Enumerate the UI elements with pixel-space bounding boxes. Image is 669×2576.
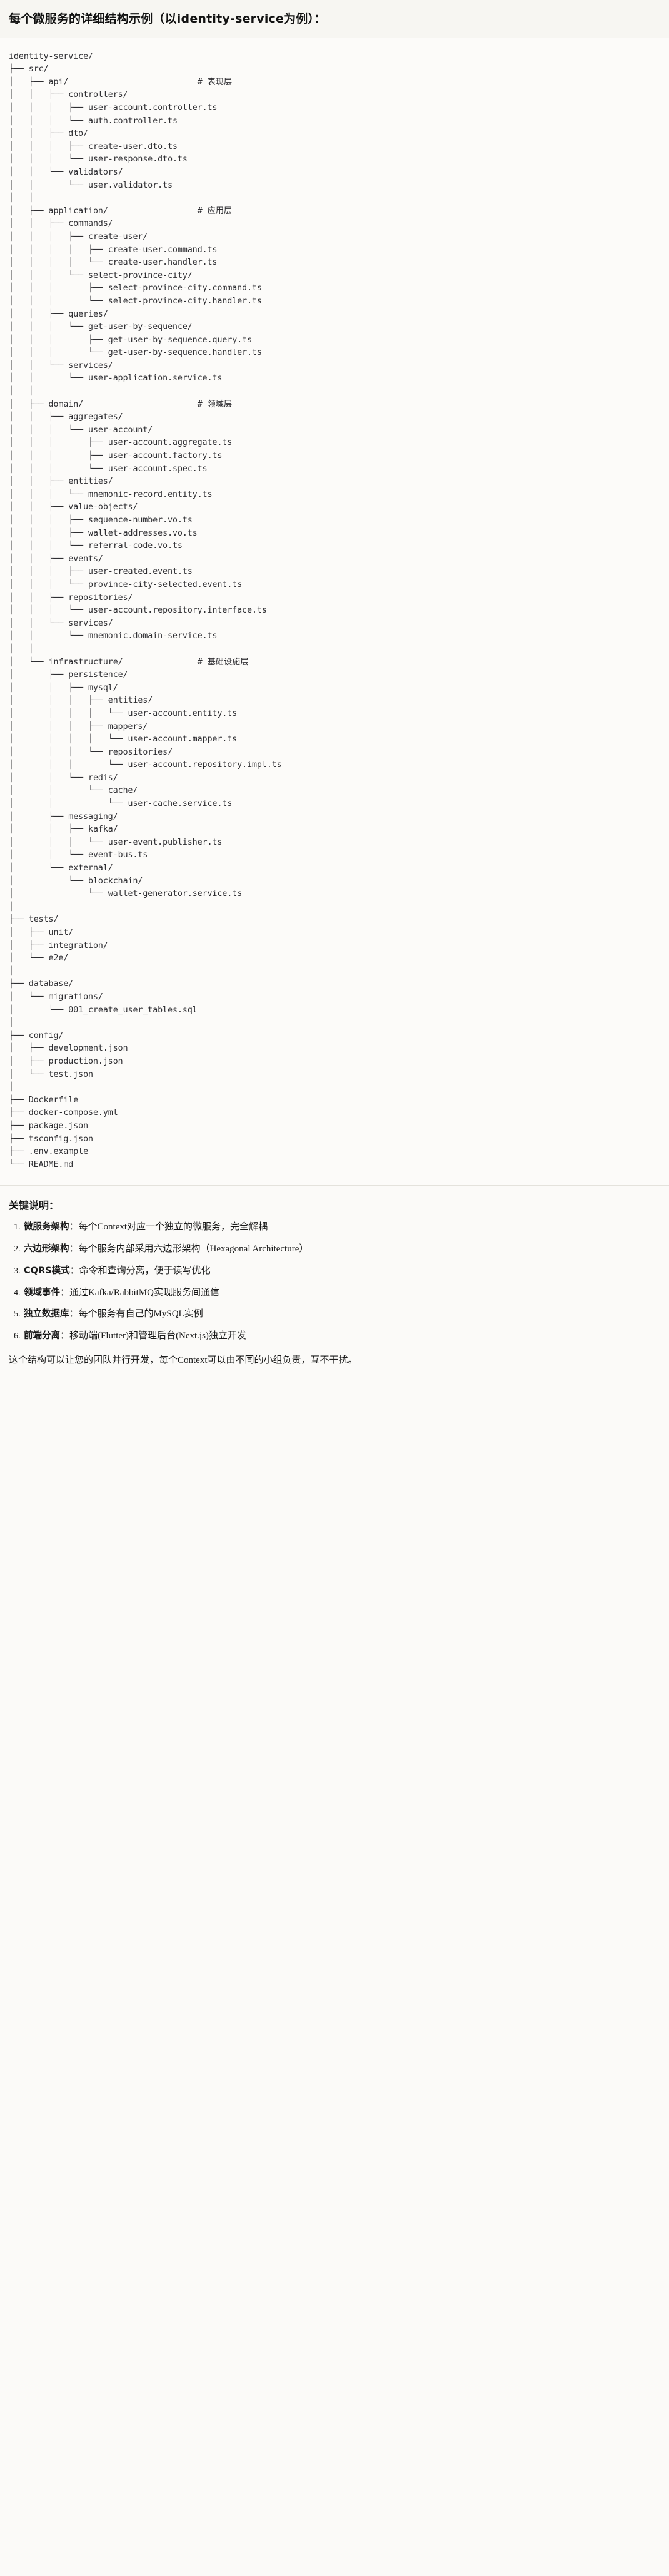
directory-tree-block: identity-service/ ├── src/ │ ├── api/ # …: [0, 38, 669, 1186]
key-note-description: 通过Kafka/RabbitMQ实现服务间通信: [69, 1287, 219, 1298]
key-note-item: 独立数据库：每个服务有自己的MySQL实例: [23, 1308, 660, 1321]
key-note-term: CQRS模式: [24, 1265, 70, 1276]
key-note-separator: ：: [69, 1222, 79, 1233]
key-note-term: 微服务架构: [24, 1222, 69, 1233]
key-note-item: 六边形架构：每个服务内部采用六边形架构（Hexagonal Architectu…: [23, 1243, 660, 1256]
key-note-item: CQRS模式：命令和查询分离，便于读写优化: [23, 1265, 660, 1278]
title-block: 每个微服务的详细结构示例（以identity-service为例）：: [0, 0, 669, 38]
key-note-separator: ：: [69, 1244, 79, 1255]
key-note-separator: ：: [60, 1287, 70, 1298]
key-note-item: 前端分离：移动端(Flutter)和管理后台(Next.js)独立开发: [23, 1330, 660, 1343]
key-note-description: 每个Context对应一个独立的微服务，完全解耦: [78, 1222, 268, 1233]
key-note-item: 微服务架构：每个Context对应一个独立的微服务，完全解耦: [23, 1221, 660, 1235]
page-title: 每个微服务的详细结构示例（以identity-service为例）：: [9, 12, 326, 26]
document-page: 每个微服务的详细结构示例（以identity-service为例）： ident…: [0, 0, 669, 1380]
key-note-term: 六边形架构: [24, 1244, 69, 1255]
key-note-term: 领域事件: [24, 1287, 60, 1298]
key-note-separator: ：: [69, 1265, 79, 1276]
directory-tree: identity-service/ ├── src/ │ ├── api/ # …: [9, 51, 282, 1169]
key-notes-heading: 关键说明：: [9, 1199, 59, 1212]
key-note-description: 命令和查询分离，便于读写优化: [79, 1265, 211, 1276]
key-note-description: 每个服务有自己的MySQL实例: [78, 1309, 203, 1320]
key-note-description: 每个服务内部采用六边形架构（Hexagonal Architecture）: [78, 1244, 309, 1255]
key-note-term: 独立数据库: [24, 1309, 69, 1320]
closing-paragraph: 这个结构可以让您的团队并行开发，每个Context可以由不同的小组负责，互不干扰…: [9, 1355, 358, 1365]
key-note-separator: ：: [60, 1331, 70, 1341]
key-note-term: 前端分离: [24, 1331, 60, 1341]
key-note-item: 领域事件：通过Kafka/RabbitMQ实现服务间通信: [23, 1286, 660, 1300]
key-note-description: 移动端(Flutter)和管理后台(Next.js)独立开发: [69, 1331, 246, 1341]
key-notes-block: 关键说明： 微服务架构：每个Context对应一个独立的微服务，完全解耦六边形架…: [0, 1186, 669, 1380]
key-notes-list: 微服务架构：每个Context对应一个独立的微服务，完全解耦六边形架构：每个服务…: [9, 1221, 660, 1343]
key-note-separator: ：: [69, 1309, 79, 1320]
